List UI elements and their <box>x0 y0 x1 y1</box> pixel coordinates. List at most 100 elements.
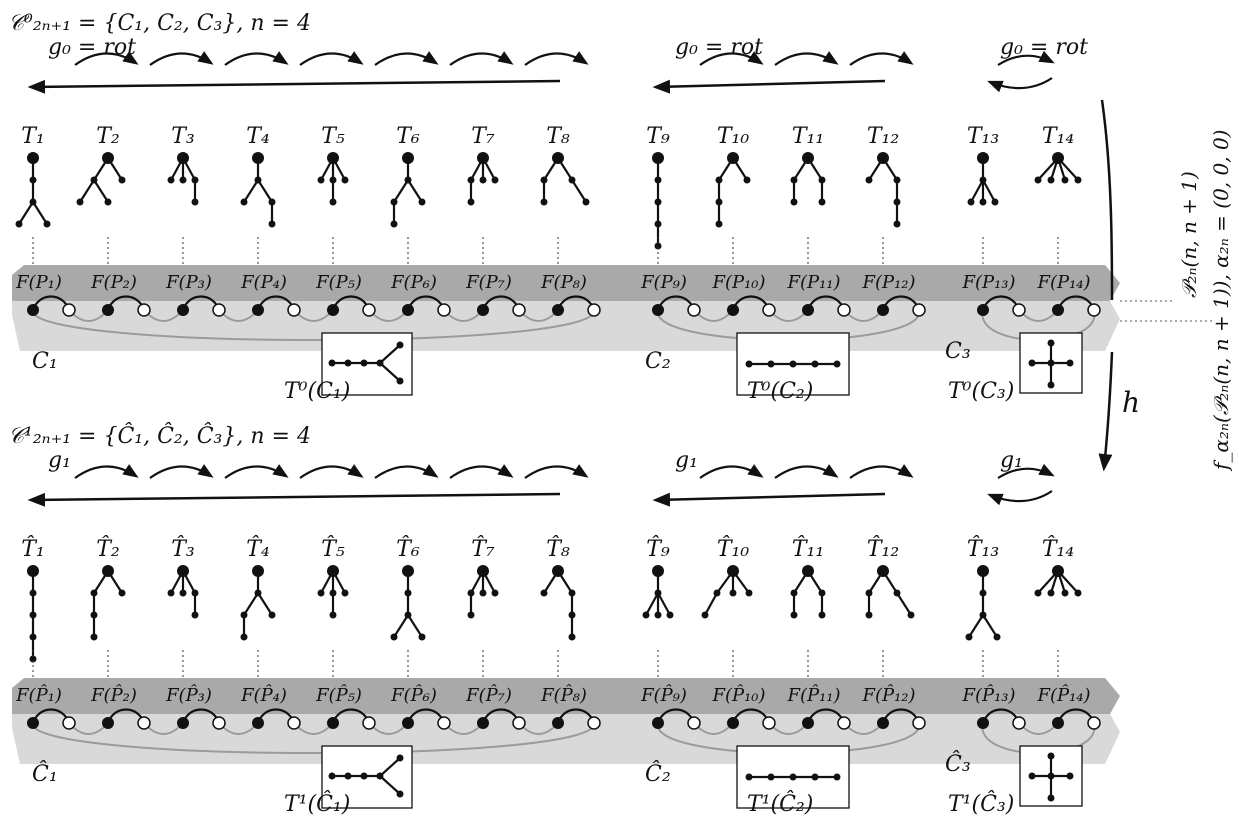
tree-node <box>715 220 723 228</box>
box-node <box>1047 381 1055 389</box>
box-label-2: T⁰(C₂) <box>747 379 813 404</box>
tree-node <box>29 176 37 184</box>
path-pair-2 <box>102 295 151 317</box>
tree-label: T₇ <box>471 124 495 149</box>
tree-node <box>540 589 548 597</box>
path-white-node <box>212 303 226 317</box>
tree-node <box>652 152 664 164</box>
tree-node <box>102 565 114 577</box>
path-label: F(P₃) <box>165 272 212 293</box>
path-label: F(P₁₃) <box>961 272 1015 293</box>
group-label-3: g₁ <box>1000 448 1023 473</box>
rotation-arrow <box>774 464 839 479</box>
tree-node <box>179 176 187 184</box>
tree-7 <box>467 152 499 206</box>
tree-label: T₄ <box>246 124 270 149</box>
tree-label: T̂₇ <box>471 536 495 562</box>
box-node <box>833 360 841 368</box>
tree-node <box>329 198 337 206</box>
group-label-2: g₀ = rot <box>675 35 763 60</box>
path-white-node <box>437 303 451 317</box>
path-label: F(P̂₈) <box>540 684 587 706</box>
tree-node <box>727 565 739 577</box>
path-label: F(P₇) <box>465 272 512 293</box>
map-h-arrow <box>1100 99 1114 301</box>
tree-node <box>327 152 339 164</box>
tree-node <box>1061 176 1069 184</box>
return-arrow <box>652 79 886 94</box>
tree-edge <box>896 592 912 616</box>
tree-edge <box>982 614 998 638</box>
path-pair-3 <box>177 708 226 730</box>
tree-node <box>167 176 175 184</box>
path-black-node <box>177 304 189 316</box>
tree-edge <box>968 614 984 638</box>
tree-12 <box>865 565 915 619</box>
group-label-1: g₁ <box>48 448 71 473</box>
box-label-1: T⁰(C₁) <box>284 379 350 404</box>
path-pair-7 <box>477 708 526 730</box>
path-pair-6 <box>402 708 451 730</box>
path-pair-14 <box>1052 295 1101 317</box>
return-arrow <box>27 492 561 507</box>
tree-edge <box>393 614 409 638</box>
tree-node <box>582 198 590 206</box>
path-black-node <box>977 717 989 729</box>
path-white-node <box>762 716 776 730</box>
tree-label: T₂ <box>96 124 120 149</box>
rotation-arrow <box>987 77 1053 93</box>
tree-label: T̂₆ <box>396 536 420 562</box>
tree-box-3 <box>1019 332 1083 394</box>
tree-10 <box>715 152 751 228</box>
tree-edge <box>982 179 996 203</box>
box-node <box>1028 772 1036 780</box>
tree-label: T̂₃ <box>171 536 195 562</box>
tree-node <box>479 176 487 184</box>
tree-node <box>29 611 37 619</box>
box-edge <box>379 362 401 382</box>
box-node <box>1047 752 1055 760</box>
rotation-arrow <box>224 464 289 479</box>
tree-edge <box>243 592 259 616</box>
tree-node <box>1034 589 1042 597</box>
map-h-arrow-lower <box>1098 351 1114 472</box>
path-label: F(P̂₄) <box>240 684 287 706</box>
path-pair-8 <box>552 708 601 730</box>
tree-12 <box>865 152 901 228</box>
path-label: F(P₁₄) <box>1036 272 1090 293</box>
path-white-node <box>687 716 701 730</box>
tree-node <box>568 611 576 619</box>
path-label: F(P̂₅) <box>315 684 362 706</box>
tree-node <box>654 198 662 206</box>
path-black-node <box>252 717 264 729</box>
tree-2 <box>76 152 126 206</box>
path-pair-3 <box>177 295 226 317</box>
path-pair-9 <box>652 708 701 730</box>
tree-node <box>90 611 98 619</box>
tree-node <box>191 589 199 597</box>
tree-edge <box>645 592 659 616</box>
box-node <box>396 341 404 349</box>
path-label: F(P̂₁₀) <box>711 684 765 706</box>
box-node <box>789 773 797 781</box>
tree-label: T̂₄ <box>246 536 270 562</box>
tree-13 <box>965 565 1001 641</box>
path-label: F(P₁₀) <box>711 272 765 293</box>
box-node <box>396 754 404 762</box>
path-pair-10 <box>727 295 776 317</box>
path-white-node <box>1012 716 1026 730</box>
path-black-node <box>27 304 39 316</box>
box-node <box>344 359 352 367</box>
tree-node <box>818 198 826 206</box>
tree-node <box>979 611 987 619</box>
tree-label: T₁₂ <box>867 124 899 149</box>
path-white-node <box>837 716 851 730</box>
tree-node <box>802 565 814 577</box>
path-pair-10 <box>727 708 776 730</box>
tree-node <box>467 589 475 597</box>
tree-14 <box>1034 565 1082 597</box>
tree-label: T̂₁₃ <box>967 536 999 562</box>
path-black-node <box>977 304 989 316</box>
tree-node <box>743 176 751 184</box>
